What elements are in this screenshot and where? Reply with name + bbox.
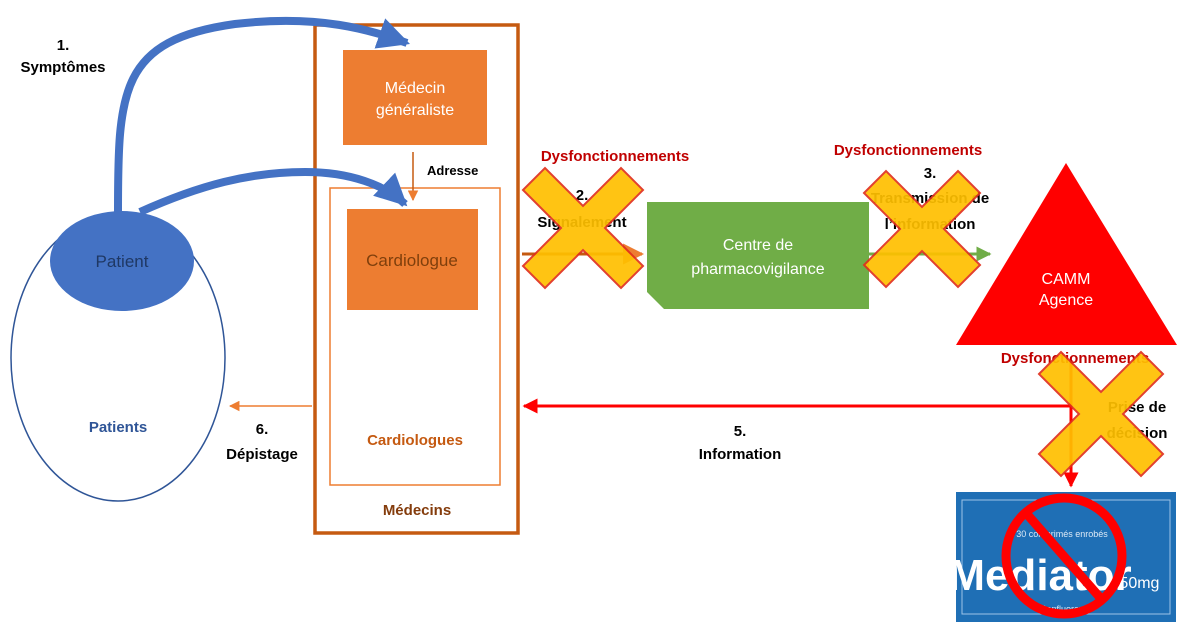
cross-icon-signalement [521,166,645,290]
camm-agence-node [956,163,1177,345]
cardiologues-group-label: Cardiologues [367,432,463,449]
centre-pharmacovigilance-node [647,202,869,309]
cross-icon-transmission [862,169,982,289]
cardiologue-node [347,209,478,310]
step1-num: 1. [57,37,70,54]
dysfunction-label-1: Dysfonctionnements [541,148,689,165]
centre-line1: Centre de [723,237,793,254]
patient-label: Patient [96,252,149,271]
agence-label: Agence [1039,292,1093,309]
step2-num: 2. [576,187,589,204]
step3-num: 3. [924,165,937,182]
step5-num: 5. [734,423,747,440]
step6-num: 6. [256,421,269,438]
mediator-dose: 150mg [1111,575,1160,592]
mediator-top-text: 30 comprimés enrobés [1016,529,1108,539]
step6-label: Dépistage [226,446,298,463]
cross-icon-decision [1037,350,1165,478]
centre-line2: pharmacovigilance [691,261,825,278]
medecins-group [313,23,520,535]
prohibition-icon [1001,493,1127,619]
cardiologue-label: Cardiologue [366,251,458,270]
medecin-line1: Médecin [385,80,445,97]
patient-node [50,211,194,311]
dysfunction-label-2: Dysfonctionnements [834,142,982,159]
dysfunction-label-3: Dysfonctionnements [1001,350,1149,367]
patients-group-label: Patients [89,419,147,436]
medecin-line2: généraliste [376,102,454,119]
patient-to-cardiologue-arrow [138,167,408,216]
cardiologues-group [329,187,501,486]
adresse-label: Adresse [427,163,478,178]
camm-label: CAMM [1042,271,1091,288]
symptomes-arrow [114,16,411,213]
mediator-brand: Mediator [948,551,1131,600]
mediator-bottom-text: Benfluorex [1040,604,1084,614]
medecins-group-label: Médecins [383,502,451,519]
medecin-generaliste-node [343,50,487,145]
step5-label: Information [699,446,782,463]
step1-label: Symptômes [20,59,105,76]
